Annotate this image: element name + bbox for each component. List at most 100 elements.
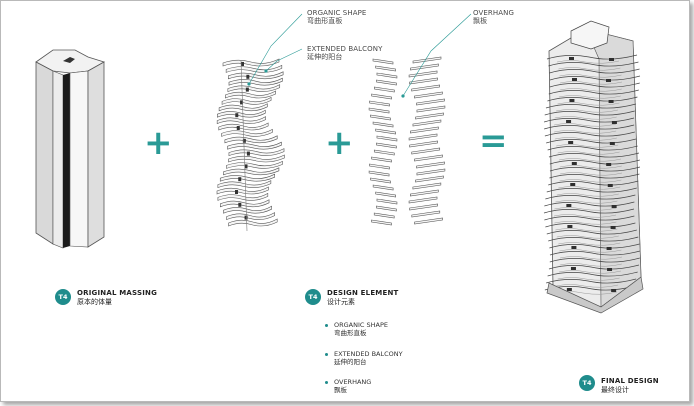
tower-floor-edge bbox=[548, 236, 639, 242]
callout-extended-balcony-en: EXTENDED BALCONY bbox=[307, 45, 383, 53]
organic-floor-slab bbox=[216, 186, 269, 195]
tower-balcony-line bbox=[559, 165, 622, 169]
final-design-illustration bbox=[543, 20, 644, 314]
organic-floor-slab bbox=[228, 154, 285, 163]
tower-window bbox=[569, 99, 575, 102]
overhang-slab-left bbox=[375, 191, 396, 198]
tower-balcony-line bbox=[556, 144, 619, 148]
overhang-slab-left bbox=[376, 79, 397, 86]
tower-window bbox=[607, 184, 613, 187]
overhang-slab-right bbox=[411, 84, 440, 92]
overhang-slab-right bbox=[410, 126, 439, 134]
tower-floor-edge bbox=[544, 215, 635, 221]
tower-window bbox=[611, 121, 617, 124]
overhang-slab-right bbox=[411, 147, 441, 155]
callout-organic-shape: ORGANIC SHAPE 弯曲形直板 bbox=[307, 9, 366, 25]
organic-floor-slab bbox=[228, 77, 283, 86]
tower-floor-edge bbox=[544, 110, 635, 116]
tower-floor-edge bbox=[549, 257, 640, 263]
bullet-organic-shape-cn: 弯曲形直板 bbox=[334, 329, 367, 337]
tower-balcony-line bbox=[558, 186, 621, 190]
tower-podium bbox=[546, 276, 644, 314]
tower-balcony-line bbox=[555, 200, 618, 204]
organic-floor-slab bbox=[217, 180, 272, 189]
overhang-slab-right bbox=[416, 168, 446, 176]
tower-balcony-line bbox=[557, 151, 620, 155]
tower-balcony-line bbox=[556, 284, 619, 288]
overhang-slab-right bbox=[416, 161, 445, 169]
overhang-slab-right bbox=[410, 189, 439, 197]
tower-balcony-line bbox=[554, 207, 617, 211]
tower-floor-edge bbox=[543, 208, 635, 214]
caption-original-massing-en: ORIGINAL MASSING bbox=[77, 289, 158, 297]
tower-window bbox=[566, 120, 572, 123]
tower-window bbox=[571, 246, 577, 249]
organic-floor-slab bbox=[223, 205, 272, 214]
tower-window bbox=[568, 141, 574, 144]
tower-balcony-line bbox=[557, 102, 620, 106]
core-opening bbox=[244, 215, 248, 220]
organic-floor-slab bbox=[228, 148, 285, 157]
tower-balcony-line bbox=[554, 130, 617, 134]
callout-extended-balcony-cn: 延伸的阳台 bbox=[307, 53, 343, 61]
tower-floor-edge bbox=[545, 194, 636, 200]
callout-overhang-en: OVERHANG bbox=[473, 9, 514, 17]
overhang-slab-right bbox=[415, 175, 444, 183]
tower-window bbox=[566, 204, 572, 207]
tower-balcony-line bbox=[559, 172, 623, 176]
core-opening bbox=[242, 138, 246, 143]
organic-floor-slab bbox=[228, 218, 278, 227]
overhang-slab-right bbox=[409, 203, 438, 211]
tower-balcony-line bbox=[556, 235, 619, 239]
tower-balcony-line bbox=[558, 242, 621, 246]
tower-balcony-line bbox=[559, 88, 622, 92]
tower-window bbox=[609, 142, 615, 145]
tower-floor-edge bbox=[549, 250, 641, 256]
overhang-slab-left bbox=[374, 86, 395, 93]
tower-floor-edge bbox=[546, 278, 637, 284]
overhang-slab-left bbox=[368, 170, 390, 177]
bullet-dot bbox=[325, 353, 328, 356]
overhang-slab-left bbox=[371, 93, 392, 100]
tower-floor-edge bbox=[544, 124, 635, 130]
tower-floor-edge bbox=[548, 180, 639, 186]
tower-floor-edge bbox=[547, 271, 638, 277]
bullet-organic-shape: ORGANIC SHAPE 弯曲形直板 bbox=[325, 321, 388, 337]
core-opening bbox=[235, 113, 239, 118]
overhang-slab-left bbox=[376, 72, 398, 79]
tower-floor-edge bbox=[546, 229, 637, 235]
caption-final-design-cn: 最终设计 bbox=[601, 386, 629, 394]
overhang-slab-left bbox=[375, 65, 396, 72]
caption-original-massing: ORIGINAL MASSING 原本的体量 bbox=[77, 289, 157, 307]
organic-floor-slab bbox=[224, 135, 278, 144]
tower-balcony-line bbox=[558, 158, 622, 162]
bullet-extended-balcony-en: EXTENDED BALCONY bbox=[334, 350, 403, 358]
organic-floor-slab bbox=[219, 173, 275, 182]
overhang-slab-left bbox=[372, 121, 394, 128]
tower-window bbox=[608, 100, 614, 103]
organic-floor-slab bbox=[226, 160, 283, 169]
overhang-slab-right bbox=[412, 182, 442, 190]
overhang-slab-left bbox=[376, 198, 398, 205]
plus-operator-2: + bbox=[325, 123, 354, 163]
caption-final-design-en: FINAL DESIGN bbox=[601, 377, 659, 385]
equals-operator: = bbox=[479, 121, 508, 161]
overhang-slab-left bbox=[372, 184, 394, 191]
tower-balcony-line bbox=[557, 277, 620, 281]
tower-balcony-line bbox=[559, 81, 623, 85]
organic-floor-slab bbox=[222, 58, 280, 67]
tower-balcony-line bbox=[554, 123, 617, 127]
overhang-slab-right bbox=[411, 210, 441, 218]
organic-floor-slab bbox=[224, 90, 276, 99]
tower-floor-edge bbox=[544, 131, 635, 137]
caption-final-design: FINAL DESIGN 最终设计 bbox=[601, 377, 659, 395]
diagram-artwork bbox=[35, 13, 644, 314]
tower-floor-edge bbox=[549, 159, 640, 165]
overhang-slab-left bbox=[371, 156, 392, 163]
organic-floor-slab bbox=[227, 141, 282, 150]
callout-extended-balcony: EXTENDED BALCONY 延伸的阳台 bbox=[307, 45, 382, 61]
tower-floor-edge bbox=[545, 222, 636, 228]
tower-window bbox=[611, 205, 617, 208]
organic-floor-slab bbox=[220, 199, 270, 208]
